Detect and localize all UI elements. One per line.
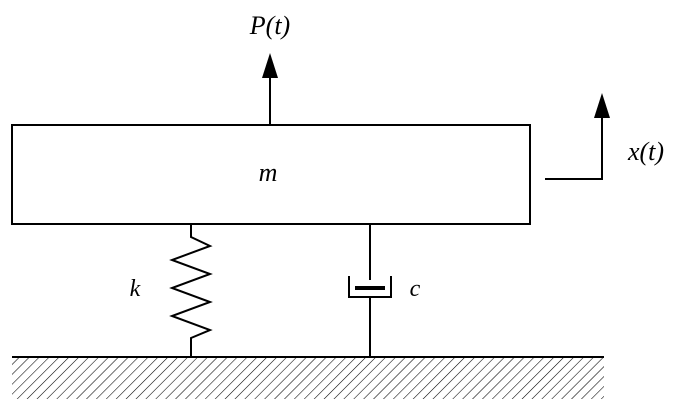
ground [12,356,604,399]
ground-hatching [12,357,604,399]
displacement-label: x(t) [627,137,664,166]
displacement-arrow [545,93,610,180]
displacement-arrowhead [594,93,610,118]
force-arrowhead [262,53,278,78]
spring [169,224,213,357]
damper [348,224,392,357]
force-label: P(t) [249,11,290,40]
spring-label: k [130,276,141,302]
mass-label: m [259,158,278,187]
force-arrow [262,53,278,125]
damper-label: c [410,276,421,302]
